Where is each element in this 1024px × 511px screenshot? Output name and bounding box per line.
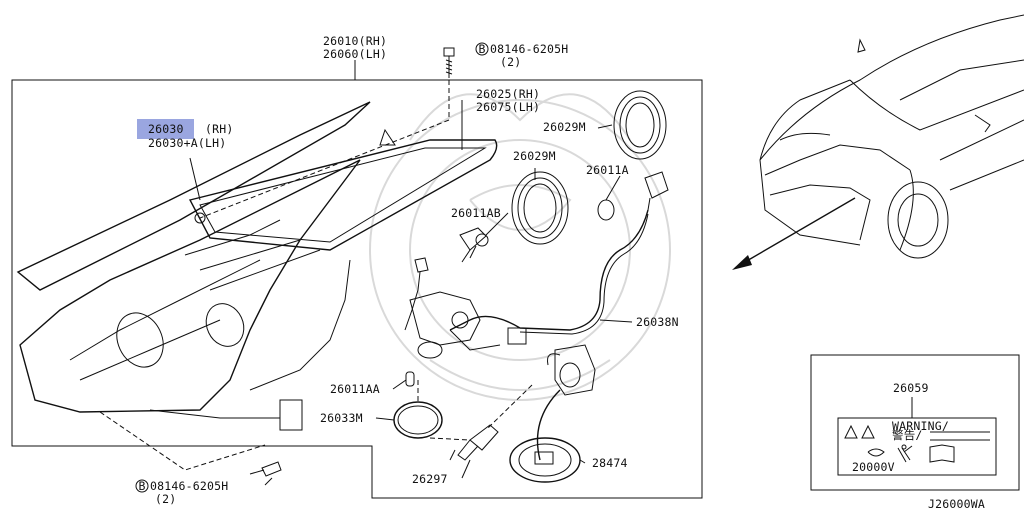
bulb-26011aa[interactable] [405,371,415,387]
bolt-marker-top: B [475,42,489,56]
igniter-unit[interactable] [536,344,596,461]
part-26030-highlight[interactable] [137,119,194,139]
ballast-ring-28474[interactable] [509,437,581,483]
cover-26029m-left[interactable] [511,171,569,245]
ring-26033m[interactable] [393,401,443,439]
label-26075[interactable]: 26075(LH) [476,100,540,114]
cover-26029m-right[interactable] [613,90,667,160]
label-26010[interactable]: 26010(RH) [323,34,387,48]
svg-text:B: B [139,479,146,493]
harness-26038n[interactable] [449,209,649,331]
label-26060[interactable]: 26060(LH) [323,47,387,61]
svg-text:WARNING/: WARNING/ [892,419,949,433]
label-26011a[interactable]: 26011A [586,163,629,177]
svg-text:20000V: 20000V [852,460,895,474]
socket-cluster[interactable] [404,257,501,359]
label-26011ab[interactable]: 26011AB [451,206,501,220]
label-26059[interactable]: 26059 [893,381,929,395]
label-26033m[interactable]: 26033M [320,411,363,425]
assembly-boundary [11,79,703,499]
top-bolt[interactable] [443,47,455,78]
label-28474[interactable]: 28474 [592,456,628,470]
label-bolt-top[interactable]: 08146-6205H [490,42,568,56]
hid-bulb-26297[interactable] [449,424,499,461]
label-bolt-top-qty: (2) [500,55,521,69]
svg-text:B: B [479,42,486,56]
headlamp-housing[interactable] [16,101,396,431]
bolt-marker-bottom: B [135,479,149,493]
label-bolt-bottom-qty: (2) [155,492,176,506]
vehicle-illustration [759,14,1024,259]
label-26011aa[interactable]: 26011AA [330,382,380,396]
label-26030[interactable]: 26030 [148,122,184,136]
warning-label-box [810,354,1020,491]
label-26025[interactable]: 26025(RH) [476,87,540,101]
label-26030a[interactable]: 26030+A(LH) [148,136,226,150]
bolt-top-guide [199,80,450,219]
svg-text:警告/: 警告/ [892,428,923,442]
location-arrow [732,197,856,270]
label-bolt-bottom[interactable]: 08146-6205H [150,479,228,493]
bulb-26011ab[interactable] [459,227,489,263]
diagram-code: J26000WA [928,497,985,511]
label-26030-rh: (RH) [205,122,234,136]
label-26297[interactable]: 26297 [412,472,448,486]
label-26029m-upper[interactable]: 26029M [543,120,586,134]
watermark-emblem [369,93,671,401]
manual-icon [929,444,955,463]
headlamp-icon [867,448,885,457]
label-26038n[interactable]: 26038N [636,315,679,329]
warning-sticker[interactable]: WARNING/ 警告/ 20000V [837,417,997,476]
bottom-bolt[interactable] [249,461,282,477]
label-26029m-lower[interactable]: 26029M [513,149,556,163]
lens-bezel[interactable] [188,139,498,251]
